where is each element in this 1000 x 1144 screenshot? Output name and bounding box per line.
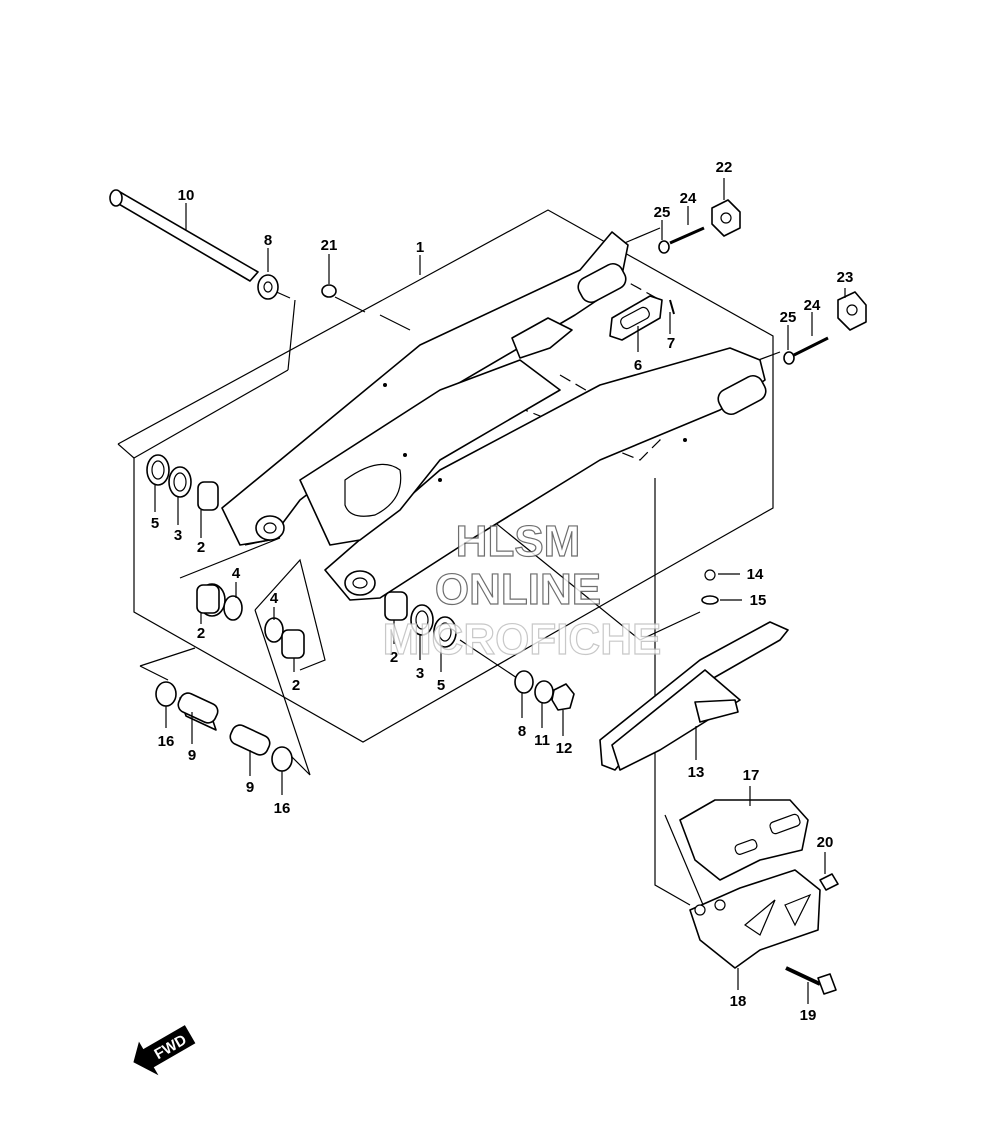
callout-8: 8 [518, 723, 526, 740]
right-bearing-stack [384, 591, 575, 711]
callout-6: 6 [634, 357, 642, 374]
watermark-line-2: ONLINE [435, 565, 601, 614]
callout-2: 2 [292, 677, 300, 694]
callout-25: 25 [654, 204, 671, 221]
callout-19: 19 [800, 1007, 817, 1024]
callout-24: 24 [804, 297, 821, 314]
callout-4: 4 [232, 565, 241, 582]
part-21-washer [321, 284, 337, 298]
chain-slider [599, 569, 789, 771]
callout-5: 5 [151, 515, 159, 532]
watermark: HLSM ONLINE MICROFICHE [382, 516, 662, 664]
callout-9: 9 [188, 747, 196, 764]
left-bearing-stack [146, 454, 305, 659]
callout-20: 20 [817, 834, 834, 851]
callout-3: 3 [416, 665, 424, 682]
callout-15: 15 [750, 592, 767, 609]
callout-16: 16 [158, 733, 175, 750]
callout-2: 2 [197, 625, 205, 642]
callout-leaders [154, 178, 846, 1004]
callout-1: 1 [416, 239, 424, 256]
callout-22: 22 [716, 159, 733, 176]
callout-3: 3 [174, 527, 182, 544]
callout-11: 11 [534, 732, 550, 749]
watermark-line-3: MICROFICHE [383, 615, 662, 664]
callout-24: 24 [680, 190, 697, 207]
callout-13: 13 [688, 764, 705, 781]
callout-2: 2 [390, 649, 398, 666]
callout-9: 9 [246, 779, 254, 796]
callout-18: 18 [730, 993, 747, 1010]
watermark-line-1: HLSM [456, 517, 581, 566]
callout-4: 4 [270, 590, 279, 607]
callout-8: 8 [264, 232, 272, 249]
forward-arrow-icon: FWD [133, 1025, 196, 1076]
callout-23: 23 [837, 269, 854, 286]
callout-2: 2 [197, 539, 205, 556]
callout-16: 16 [274, 800, 291, 817]
callout-21: 21 [321, 237, 338, 254]
callout-10: 10 [178, 187, 195, 204]
callout-17: 17 [743, 767, 760, 784]
chain-guide [679, 799, 839, 995]
swingarm [221, 231, 767, 601]
callout-14: 14 [747, 566, 764, 583]
callout-12: 12 [556, 740, 573, 757]
chain-adjusters [609, 199, 867, 365]
callout-7: 7 [667, 335, 675, 352]
callout-5: 5 [437, 677, 445, 694]
pivot-shaft [109, 189, 279, 300]
callout-numbers: 1 2 2 2 2 3 3 4 4 5 5 6 7 8 8 9 9 10 11 … [151, 159, 854, 1024]
callout-25: 25 [780, 309, 797, 326]
spacer-set [155, 681, 293, 772]
